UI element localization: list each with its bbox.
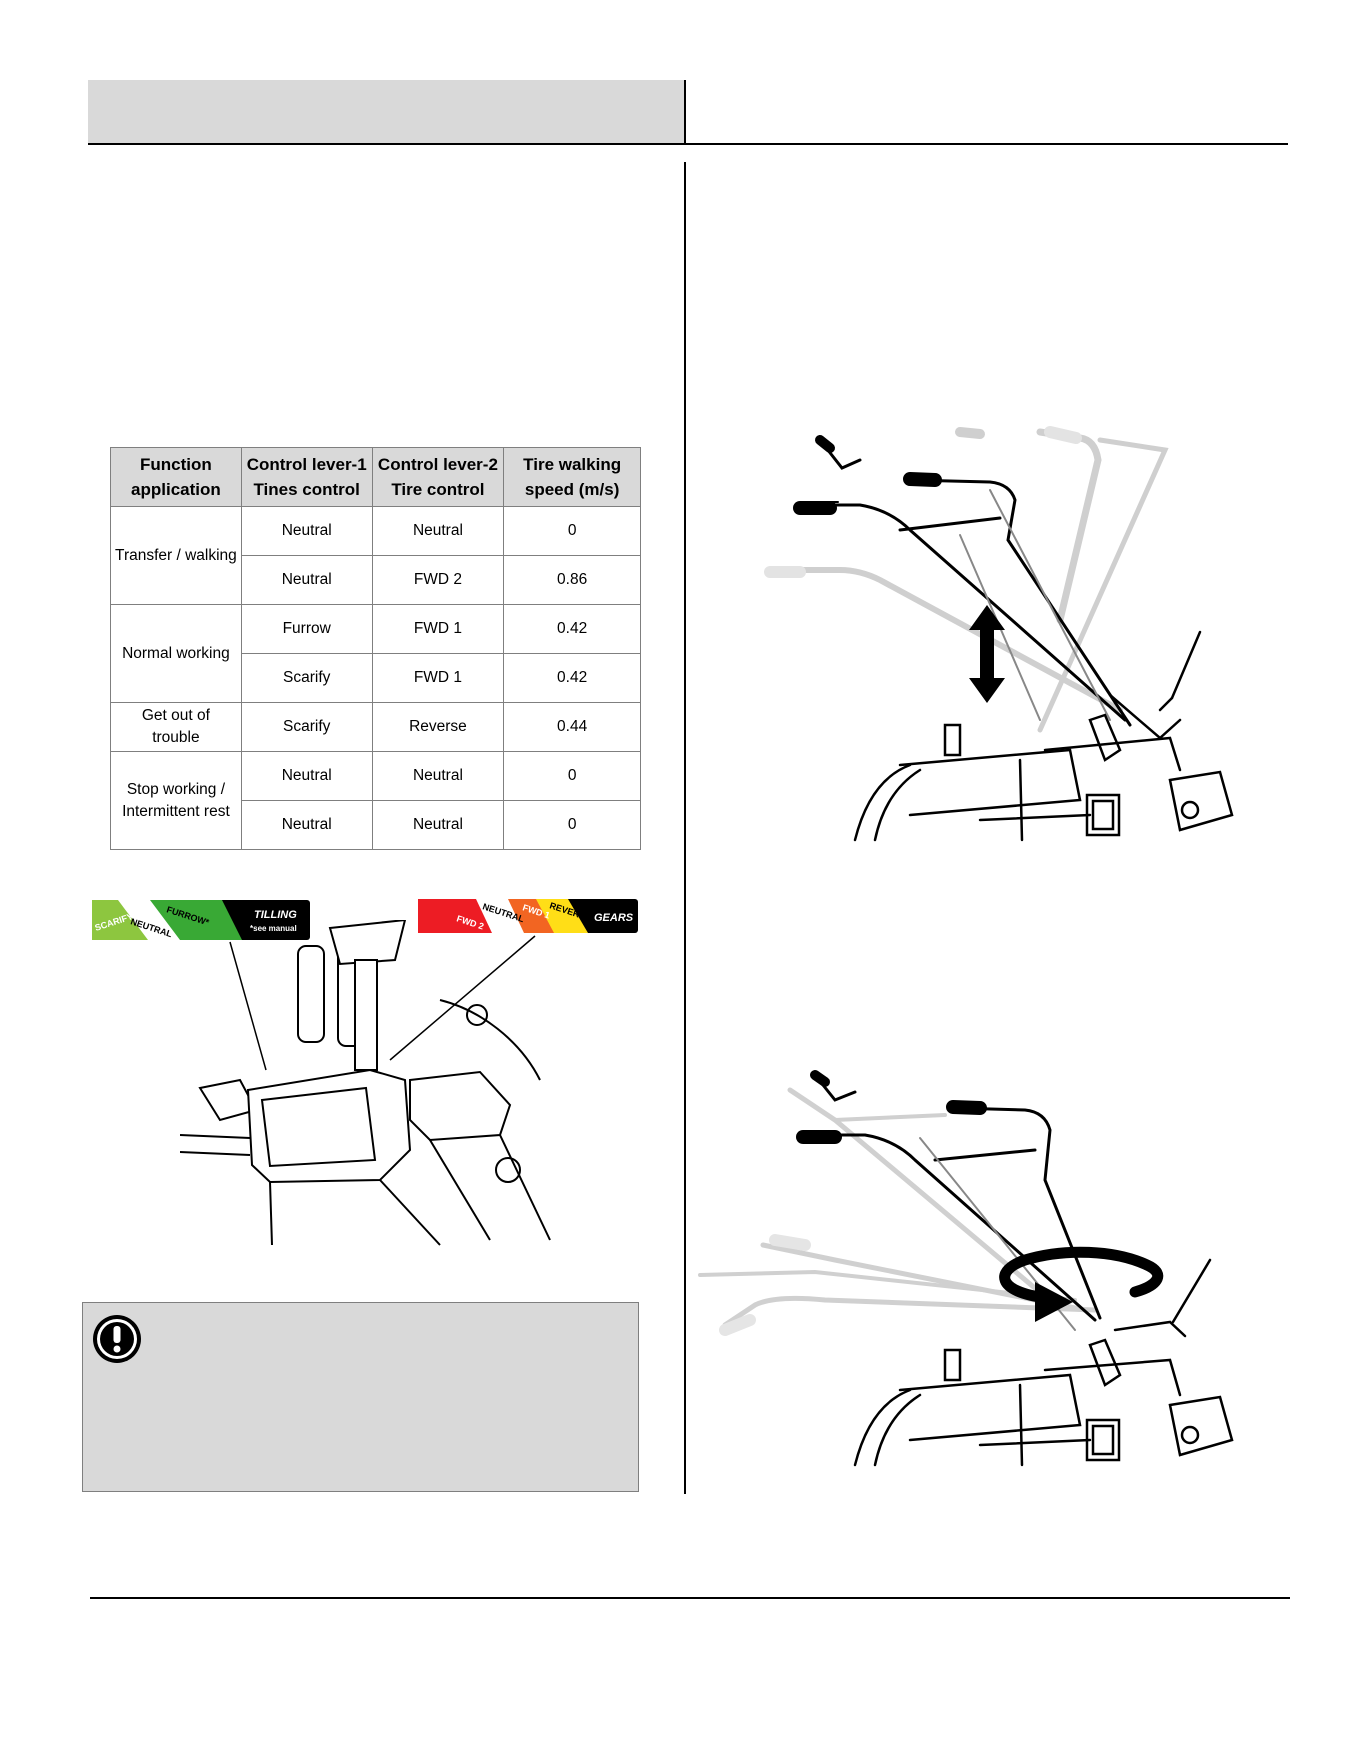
decal-gears-title: GEARS <box>594 912 634 924</box>
section-header-bar <box>88 80 685 144</box>
footer-rule <box>90 1597 1290 1599</box>
speed-cell: 0.86 <box>503 555 641 605</box>
lever2-cell: FWD 1 <box>371 653 505 703</box>
exclamation-circle-icon <box>93 1315 141 1363</box>
table-row: Stop working /Intermittent rest Neutral … <box>110 751 641 850</box>
header-rule <box>88 143 1288 145</box>
lever2-cell: FWD 2 <box>371 555 505 605</box>
control-levers-illustration <box>180 920 551 1246</box>
lever2-cell: Neutral <box>371 800 505 850</box>
warning-box <box>82 1302 639 1492</box>
table-row: Transfer / walking Neutral Neutral 0 <box>110 506 641 605</box>
table-row: Neutral Neutral 0 <box>111 800 641 850</box>
table-row: Neutral FWD 2 0.86 <box>111 555 641 605</box>
speed-cell: 0.44 <box>503 702 641 752</box>
double-arrow-vertical-icon <box>969 605 1005 703</box>
header-divider <box>684 80 686 145</box>
lever2-cell: FWD 1 <box>371 604 505 654</box>
tilling-decal: SCARIFY* NEUTRAL FURROW* TILLING *see ma… <box>92 900 310 940</box>
handle-height-illustration <box>764 426 1234 842</box>
lever1-cell: Furrow <box>240 604 373 654</box>
lever1-cell: Neutral <box>240 751 373 801</box>
lever1-cell: Neutral <box>240 800 373 850</box>
rotate-arrow-icon <box>999 1246 1164 1322</box>
lever1-cell: Scarify <box>240 653 373 703</box>
lever2-cell: Neutral <box>371 506 505 556</box>
lever1-cell: Neutral <box>240 506 373 556</box>
handle-rotation-illustration <box>698 1070 1234 1467</box>
lever2-cell: Reverse <box>371 702 505 752</box>
speed-cell: 0 <box>503 800 641 850</box>
decal-tilling-title: TILLING <box>254 909 297 921</box>
table-row: Scarify FWD 1 0.42 <box>111 653 641 703</box>
function-cell: Stop working /Intermittent rest <box>110 751 242 850</box>
lever1-cell: Scarify <box>240 702 373 752</box>
speed-cell: 0.42 <box>503 604 641 654</box>
speed-cell: 0 <box>503 506 641 556</box>
speed-cell: 0 <box>503 751 641 801</box>
lever2-cell: Neutral <box>371 751 505 801</box>
decal-tilling-note: *see manual <box>250 924 297 933</box>
column-divider <box>684 162 686 1494</box>
gears-decal: FWD 2 NEUTRAL FWD 1 REVERSE GEARS <box>418 899 638 933</box>
function-cell: Normal working <box>110 604 242 703</box>
lever1-cell: Neutral <box>240 555 373 605</box>
function-cell: Transfer / walking <box>110 506 242 605</box>
speed-cell: 0.42 <box>503 653 641 703</box>
table-row: Normal working Furrow FWD 1 0.42 <box>110 604 641 703</box>
